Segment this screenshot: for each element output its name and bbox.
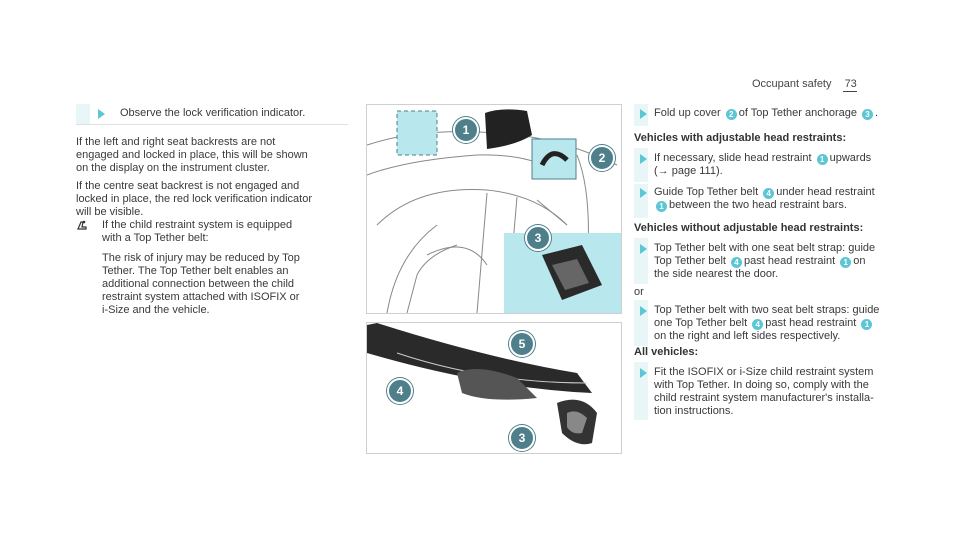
marker-2: 2 (725, 109, 737, 120)
callout-3b: 3 (509, 425, 535, 451)
belt-drawing (367, 323, 597, 445)
text: Top Tether belt (654, 255, 726, 267)
line: locked in place, the red lock verificati… (76, 193, 313, 205)
note-text: If the child restraint system is equippe… (102, 219, 292, 245)
line: Fit the ISOFIX or i-Size child restraint… (654, 366, 874, 378)
text: past head restraint (744, 255, 836, 267)
arrow-right-icon (640, 188, 647, 198)
text: Guide Top Tether belt (654, 186, 759, 198)
page-ref[interactable]: (→ page 111). (654, 165, 723, 177)
step-bar (76, 104, 90, 124)
line: If the child restraint system is equippe… (102, 219, 293, 231)
text: of Top Tether anchorage (738, 107, 857, 119)
marker-1: 1 (816, 154, 828, 165)
callout-1: 1 (453, 117, 479, 143)
heading-non-adjustable: Vehicles without adjustable head restrai… (634, 222, 864, 234)
callout-3: 3 (525, 225, 551, 251)
text: If necessary, slide head restraint (654, 152, 812, 164)
divider (76, 124, 348, 125)
or-text: or (634, 286, 644, 298)
marker-4: 4 (731, 257, 743, 268)
line: If the centre seat backrest is not engag… (76, 180, 300, 192)
text: under head restraint (776, 186, 875, 198)
observe-text: Observe the lock verification indicator. (120, 107, 306, 119)
marker-1: 1 (861, 319, 873, 330)
text: Fold up cover (654, 107, 721, 119)
line: the side nearest the door. (654, 268, 779, 280)
section-title: Occupant safety (752, 78, 832, 90)
text: past head restraint (765, 317, 857, 329)
line: If the left and right seat backrests are… (76, 136, 276, 148)
seat-drawing (367, 109, 621, 313)
heading-adjustable: Vehicles with adjustable head restraints… (634, 132, 847, 144)
line: additional connection between the child (102, 278, 295, 290)
line: with Top Tether. In doing so, comply wit… (654, 379, 869, 391)
line: Top Tether belt with two seat belt strap… (654, 304, 880, 316)
arrow-right-icon (640, 154, 647, 164)
line: Tether. The Top Tether belt enables an (102, 265, 289, 277)
arrow-right-icon (640, 109, 647, 119)
page-header: Occupant safety 73 (752, 78, 857, 92)
line: with a Top Tether belt: (102, 232, 209, 244)
paragraph-1: If the left and right seat backrests are… (76, 136, 308, 175)
line: will be visible. (76, 206, 144, 218)
arrow-right-icon (98, 109, 105, 119)
callout-5: 5 (509, 331, 535, 357)
arrow-right-icon (640, 368, 647, 378)
seat-illustration: 1 2 3 (366, 104, 622, 314)
page-number: 73 (842, 78, 857, 92)
callout-4: 4 (387, 378, 413, 404)
marker-1: 1 (656, 201, 667, 212)
text: upwards (829, 152, 872, 164)
arrow-right-icon (640, 244, 647, 254)
heading-all: All vehicles: (634, 346, 699, 358)
belt-illustration: 5 4 3 (366, 322, 622, 454)
marker-4: 4 (752, 319, 764, 330)
arrow-right-icon (640, 306, 647, 316)
marker-4: 4 (763, 188, 775, 199)
marker-3: 3 (862, 109, 874, 120)
paragraph-2: If the centre seat backrest is not engag… (76, 180, 312, 219)
text: one Top Tether belt (654, 317, 748, 329)
marker-1: 1 (840, 257, 852, 268)
step-one-strap: Top Tether belt with one seat belt strap… (654, 242, 875, 281)
text: on (853, 255, 866, 267)
line: on the display on the instrument cluster… (76, 162, 270, 174)
line: on the right and left sides respectively… (654, 330, 841, 342)
line: child restraint system manufacturer's in… (654, 392, 874, 404)
step-two-straps: Top Tether belt with two seat belt strap… (654, 304, 879, 343)
line: The risk of injury may be reduced by Top (102, 252, 300, 264)
callout-2: 2 (589, 145, 615, 171)
line: restraint system attached with ISOFIX or (102, 291, 300, 303)
text: . (875, 107, 879, 119)
note-detail: The risk of injury may be reduced by Top… (102, 252, 300, 317)
step-fit: Fit the ISOFIX or i-Size child restraint… (654, 366, 874, 418)
line: tion instructions. (654, 405, 734, 417)
text: between the two head restraint bars. (669, 199, 847, 211)
line: Top Tether belt with one seat belt strap… (654, 242, 876, 254)
line: engaged and locked in place, this will b… (76, 149, 308, 161)
child-seat-icon (76, 219, 88, 231)
line: i-Size and the vehicle. (102, 304, 210, 316)
